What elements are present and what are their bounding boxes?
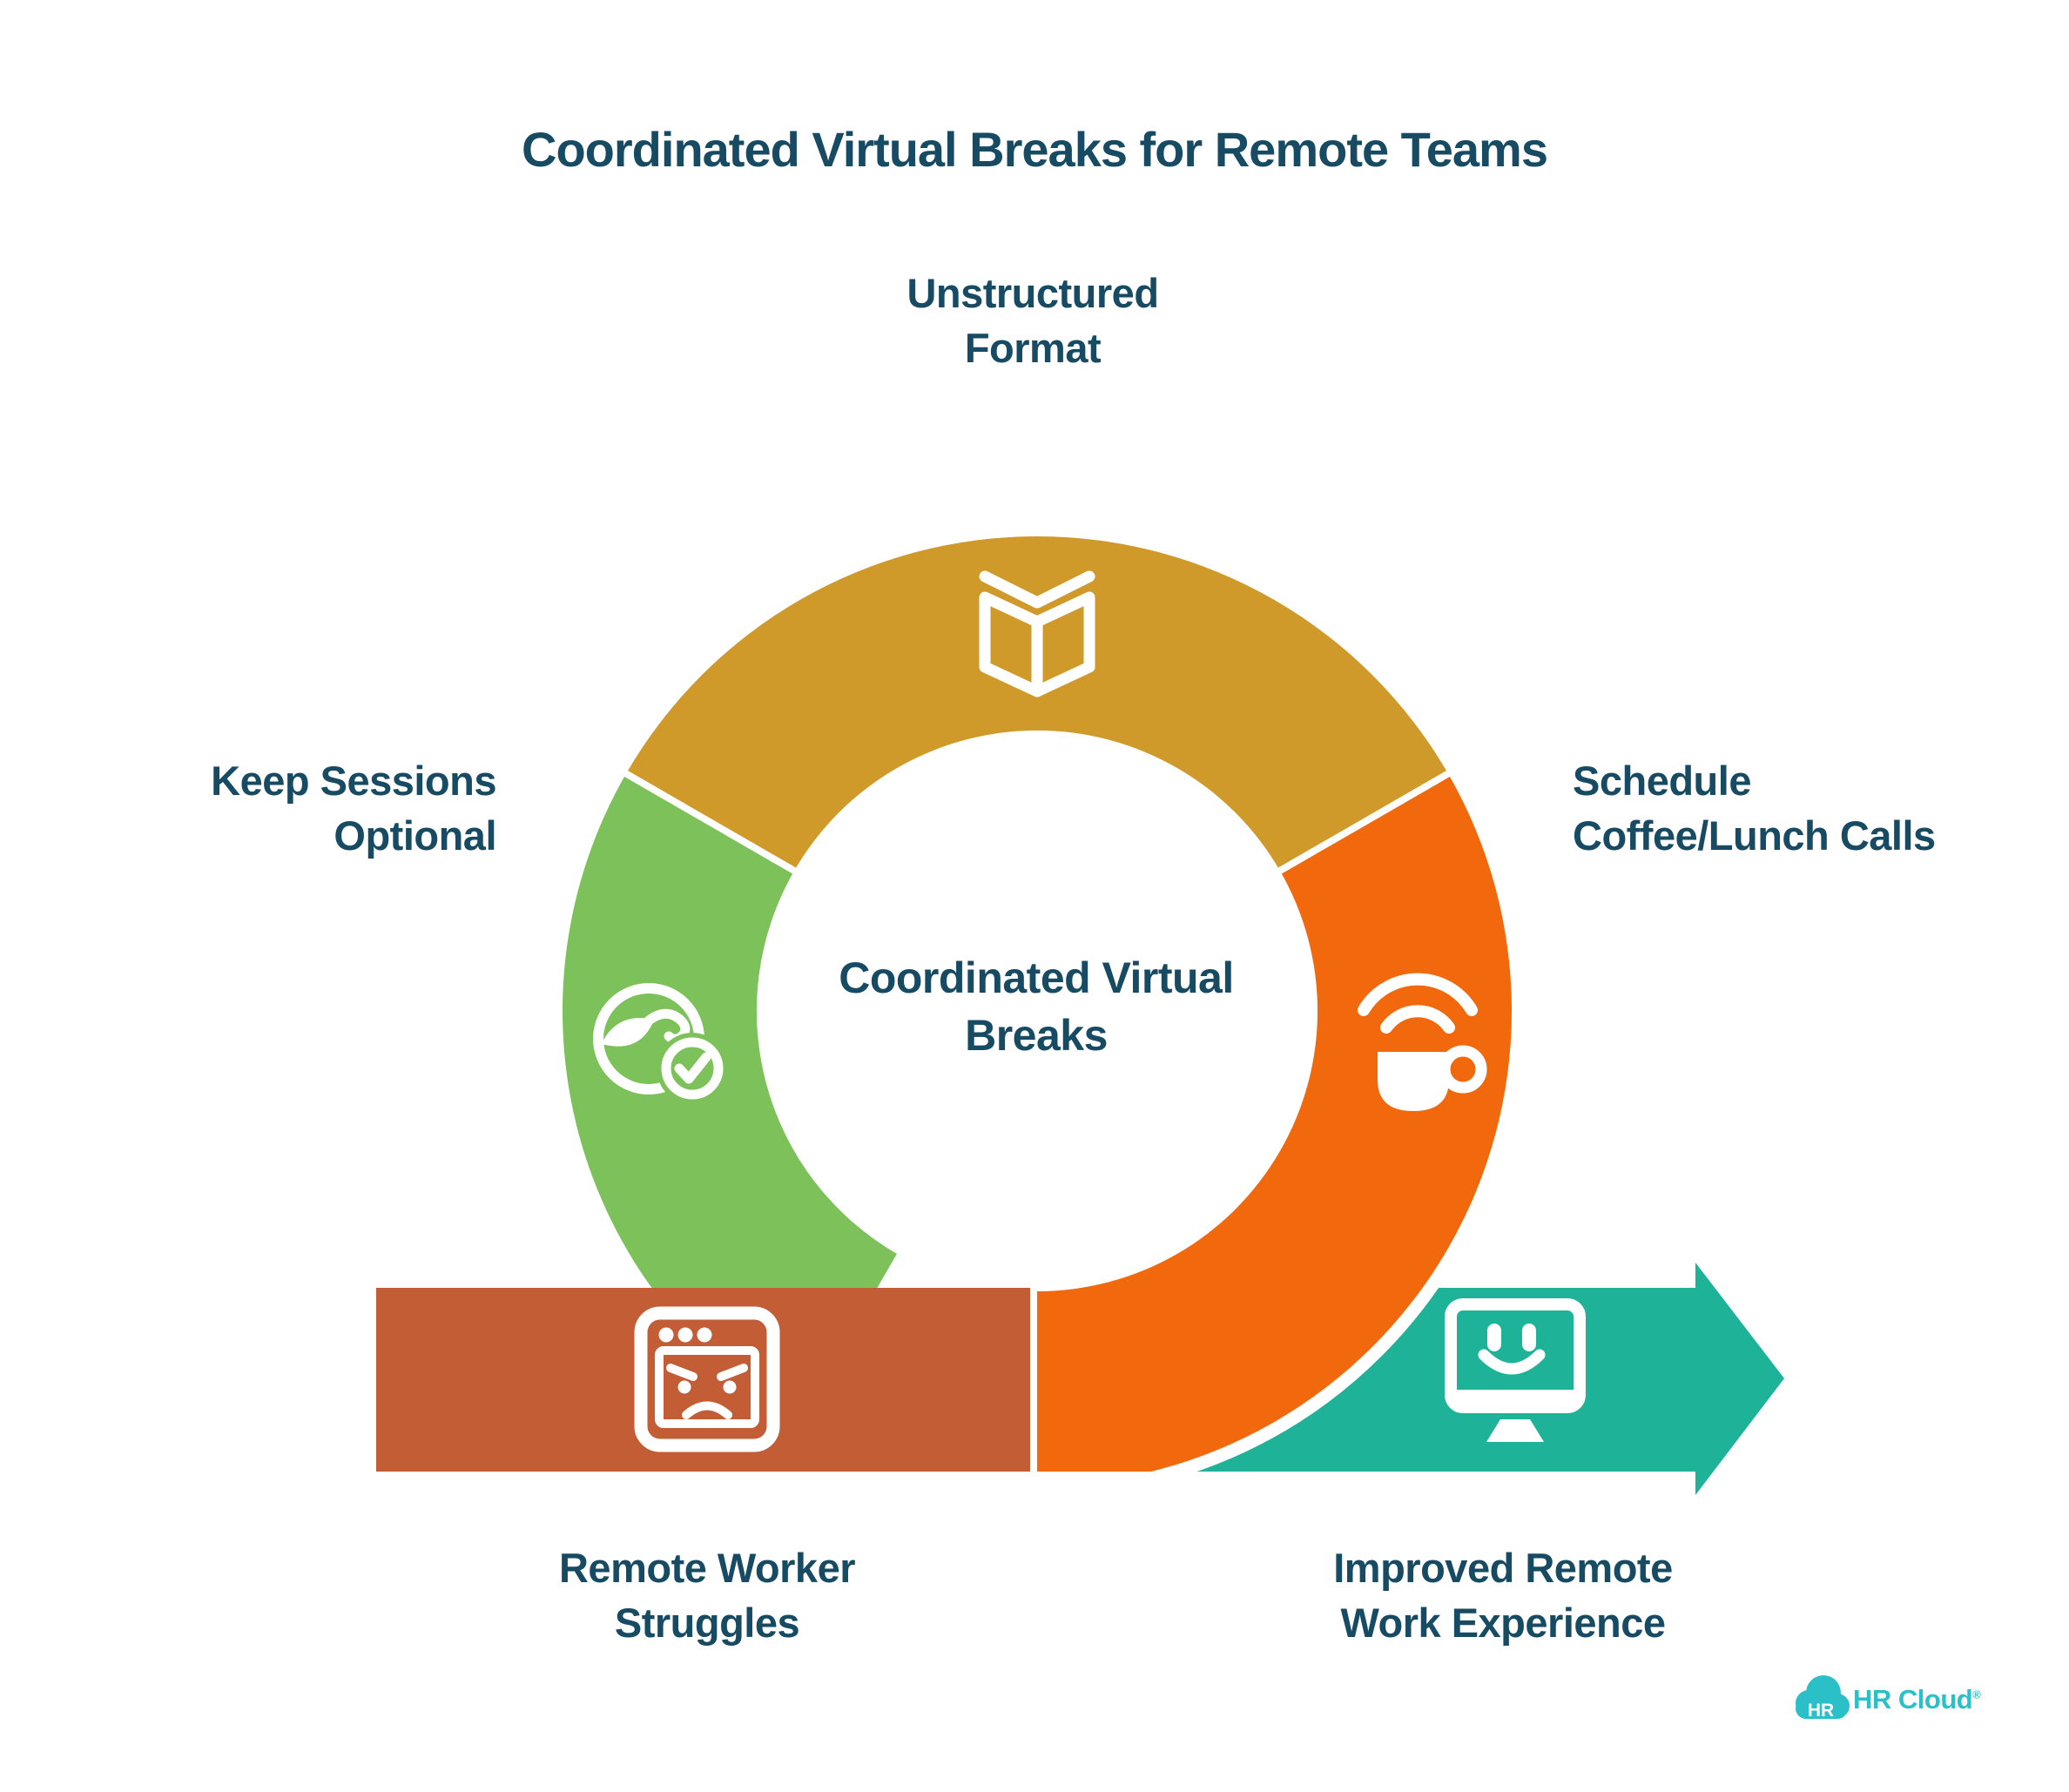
- label-center-coordinated-virtual-breaks: Coordinated Virtual Breaks: [839, 953, 1234, 1060]
- label-improved-remote-work-experience: Improved Remote Work Experience: [1333, 1545, 1673, 1646]
- open-book-icon: [979, 570, 1095, 697]
- label-unstructured-format: Unstructured Format: [906, 270, 1159, 371]
- wifi-coffee-icon: [1358, 973, 1487, 1111]
- page-title: Coordinated Virtual Breaks for Remote Te…: [522, 122, 1548, 177]
- label-schedule-coffee-lunch-calls: Schedule Coffee/Lunch Calls: [1573, 758, 1936, 859]
- smiling-monitor-icon: [1445, 1298, 1586, 1442]
- angry-browser-icon: [634, 1306, 780, 1452]
- divider-gold-green: [618, 767, 803, 878]
- hr-badge-text: HR: [1808, 1701, 1834, 1721]
- hr-cloud-logo-badge: HR: [1796, 1675, 1850, 1721]
- divider-gold-orange: [1271, 767, 1456, 878]
- ring-outer-gap: [549, 523, 1525, 1499]
- label-remote-worker-struggles: Remote Worker Struggles: [558, 1545, 856, 1646]
- hr-cloud-wordmark: HR Cloud®: [1853, 1684, 1981, 1715]
- ring-segment-orange: [1037, 773, 1512, 1472]
- ring-segment-gold: [626, 536, 1448, 871]
- sync-check-icon: [593, 983, 728, 1104]
- registered-trademark-symbol: ®: [1972, 1688, 1981, 1701]
- ring-segment-green: [562, 773, 897, 1422]
- label-keep-sessions-optional: Keep Sessions Optional: [211, 758, 496, 859]
- hr-cloud-wordmark-text: HR Cloud: [1853, 1684, 1973, 1715]
